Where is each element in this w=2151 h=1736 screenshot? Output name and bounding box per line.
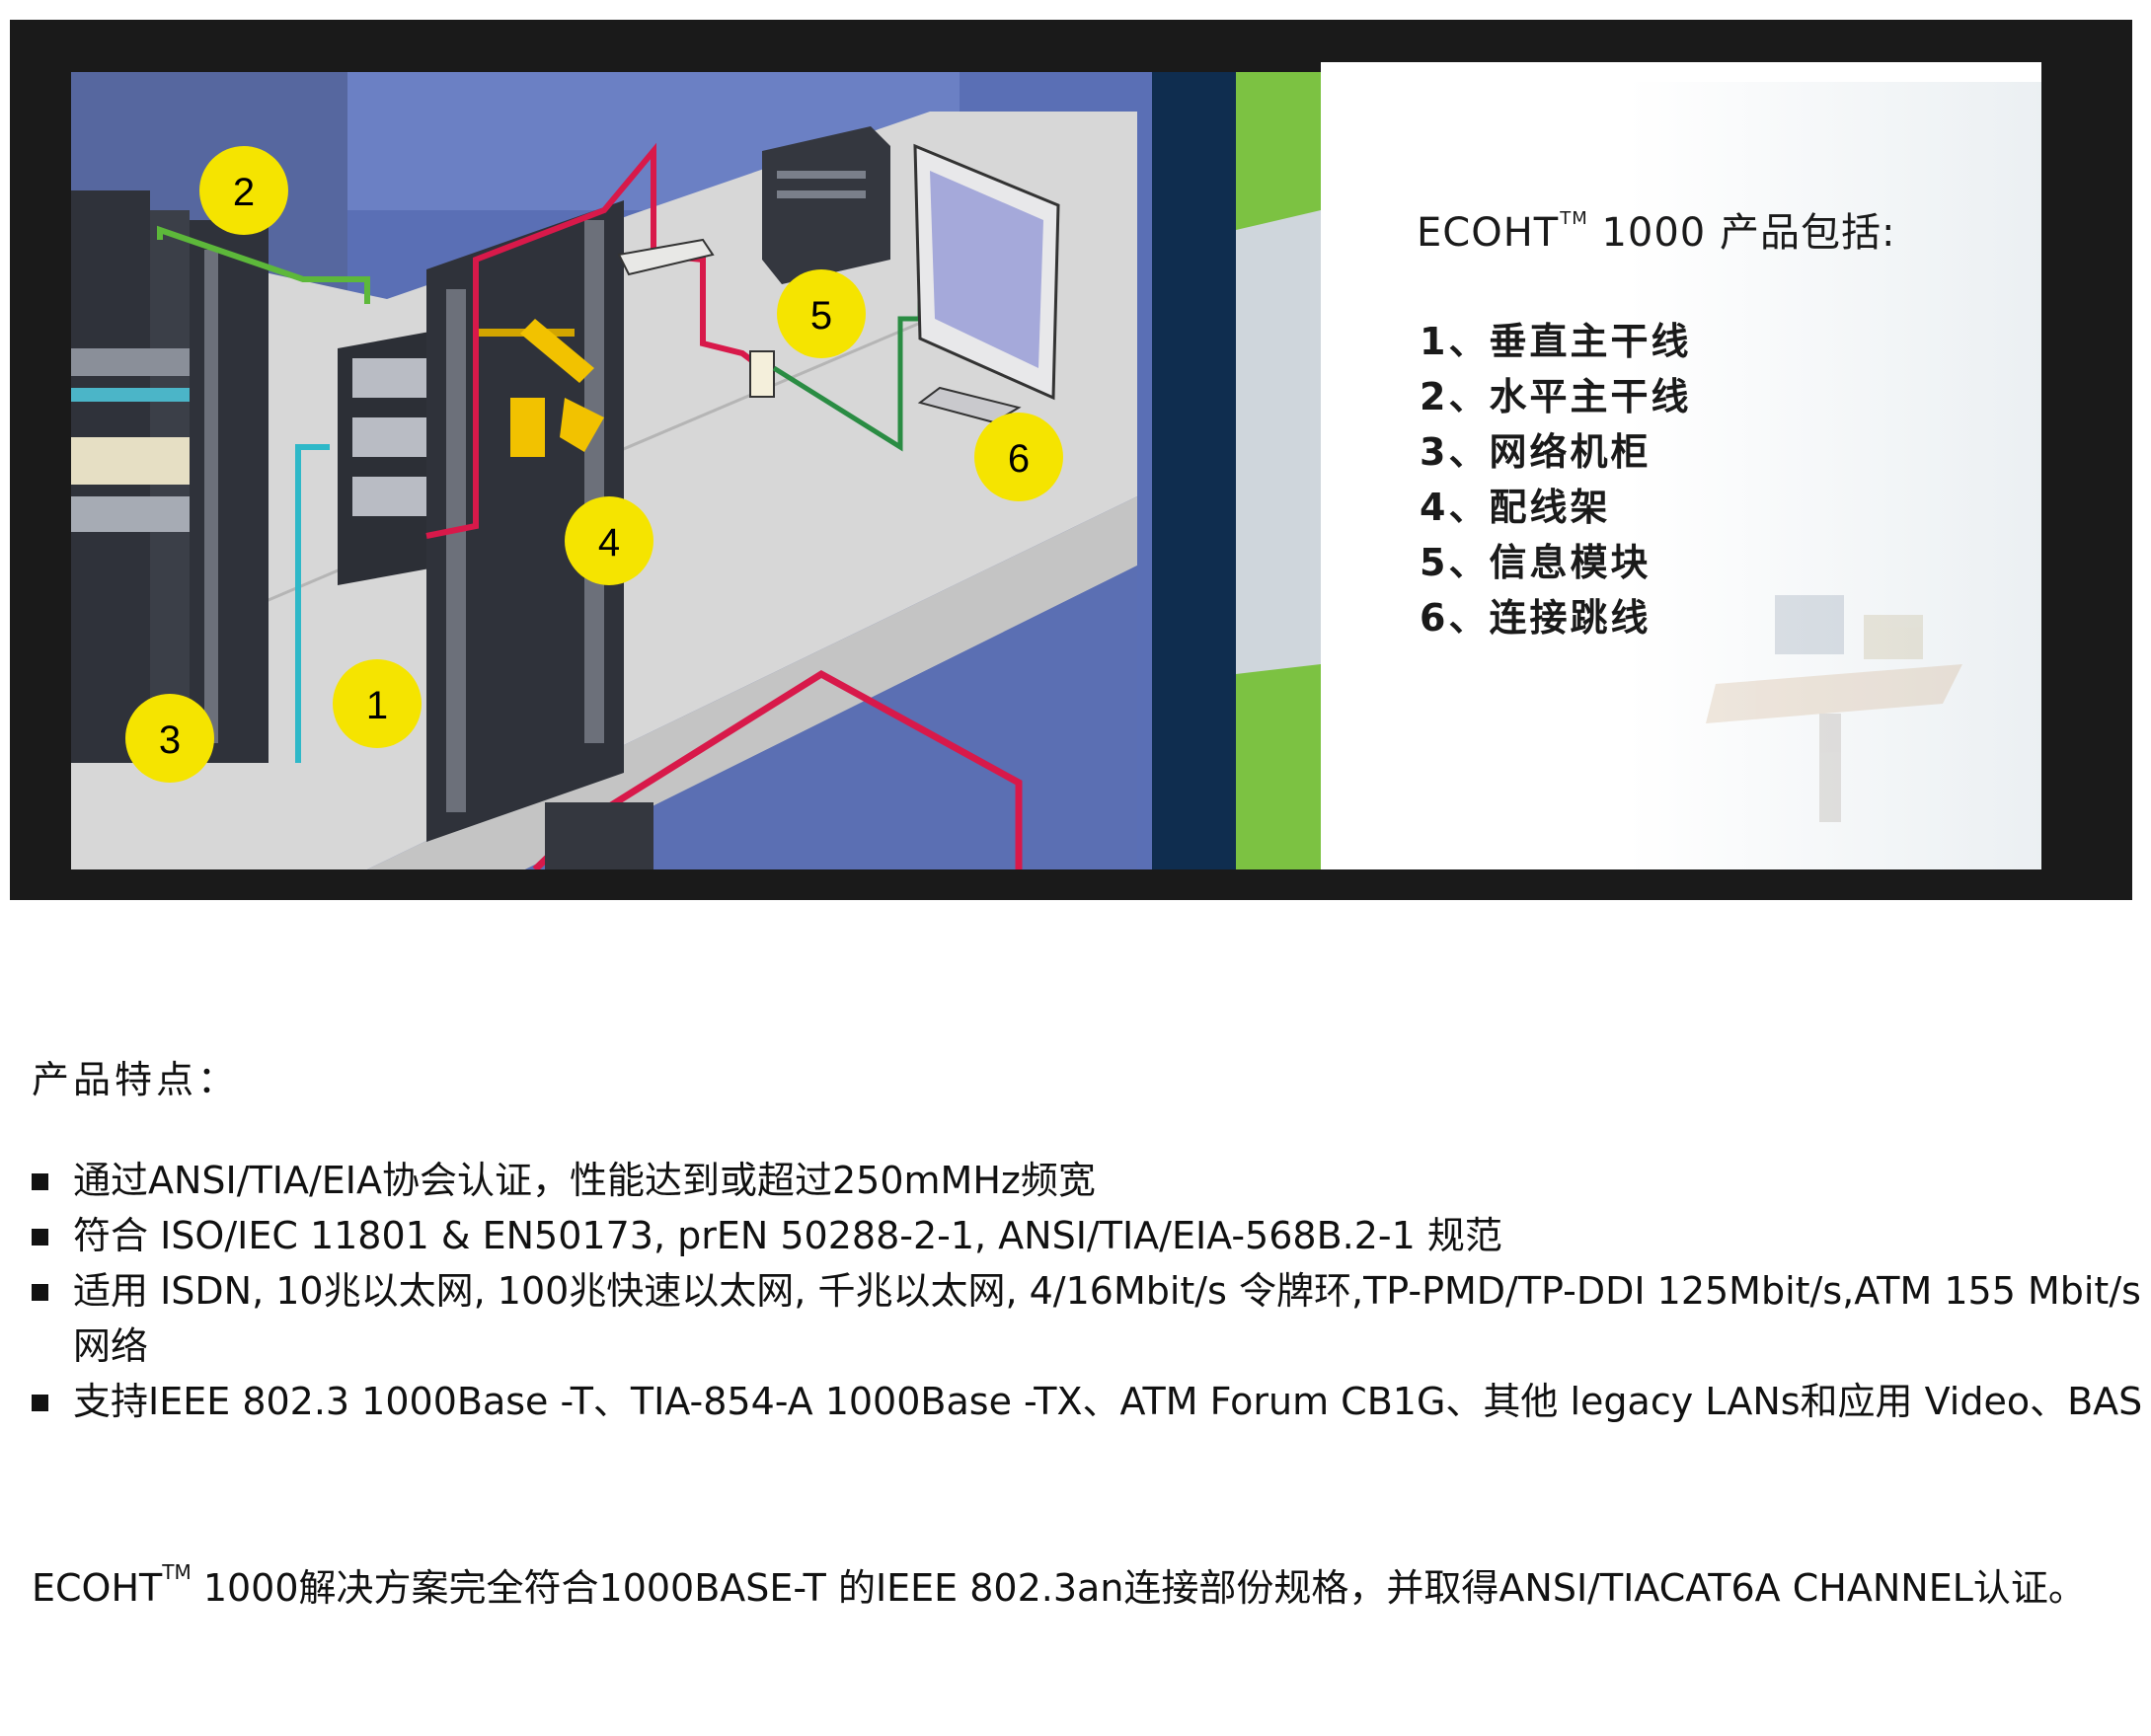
computer <box>762 126 1060 424</box>
svg-text:4: 4 <box>598 521 620 565</box>
product-item: 3、网络机柜 <box>1420 430 1652 474</box>
info-outlet <box>749 350 775 398</box>
square-bullet-icon <box>32 1395 48 1411</box>
svg-text:2: 2 <box>233 171 255 214</box>
lower-floor <box>525 566 1137 869</box>
callout-5: 5 <box>777 269 866 358</box>
product-item: 6、连接跳线 <box>1420 596 1652 640</box>
product-item: 4、配线架 <box>1420 486 1611 529</box>
panel-title: ECOHTTM 1000 产品包括: <box>1417 208 1896 256</box>
network-banner: 1 2 3 4 5 6 <box>10 20 2132 900</box>
square-bullet-icon <box>32 1284 48 1301</box>
svg-text:5: 5 <box>810 294 832 338</box>
feature-item: 适用 ISDN, 10兆以太网, 100兆快速以太网, 千兆以太网, 4/16M… <box>32 1263 2144 1374</box>
feature-item: 符合 ISO/IEC 11801 & EN50173, prEN 50288-2… <box>32 1208 2144 1263</box>
feature-item: 通过ANSI/TIA/EIA协会认证，性能达到或超过250mMHz频宽 <box>32 1153 2144 1208</box>
square-bullet-icon <box>32 1229 48 1245</box>
product-info-panel: ECOHTTM 1000 产品包括: 1、垂直主干线 2、水平主干线 3、网络机… <box>1321 62 2041 869</box>
product-list: 1、垂直主干线 2、水平主干线 3、网络机柜 4、配线架 5、信息模块 6、连接… <box>1420 314 1691 645</box>
feature-list: 通过ANSI/TIA/EIA协会认证，性能达到或超过250mMHz频宽 符合 I… <box>32 1153 2144 1429</box>
rack-cabinet-left <box>71 190 269 763</box>
product-item: 5、信息模块 <box>1420 541 1652 584</box>
features-heading: 产品特点： <box>32 1058 240 1101</box>
compliance-note: ECOHTTM 1000解决方案完全符合1000BASE-T 的IEEE 802… <box>32 1560 2086 1610</box>
cabling-illustration: 1 2 3 4 5 6 <box>71 72 1321 869</box>
feature-item: 支持IEEE 802.3 1000Base -T、TIA-854-A 1000B… <box>32 1374 2144 1429</box>
switch-box <box>617 238 715 276</box>
svg-text:3: 3 <box>159 718 181 762</box>
panel-fade <box>1627 82 2041 869</box>
patch-panel-wall <box>338 329 446 585</box>
callout-6: 6 <box>974 413 1063 501</box>
callout-2: 2 <box>199 146 288 235</box>
navy-strip <box>1152 72 1236 869</box>
product-item: 1、垂直主干线 <box>1420 320 1692 363</box>
strip-panel <box>1236 210 1321 674</box>
green-horizontal-cable <box>157 225 370 304</box>
callout-4: 4 <box>565 496 653 585</box>
svg-text:1: 1 <box>366 684 388 727</box>
square-bullet-icon <box>32 1173 48 1190</box>
red-cable <box>425 142 764 539</box>
product-item: 2、水平主干线 <box>1420 375 1692 418</box>
lower-rack <box>545 802 653 869</box>
callout-3: 3 <box>125 694 214 783</box>
callout-1: 1 <box>333 659 422 748</box>
workstation-watermark <box>1706 595 1962 822</box>
svg-text:6: 6 <box>1008 437 1030 481</box>
cyan-backbone-cable <box>295 444 330 763</box>
